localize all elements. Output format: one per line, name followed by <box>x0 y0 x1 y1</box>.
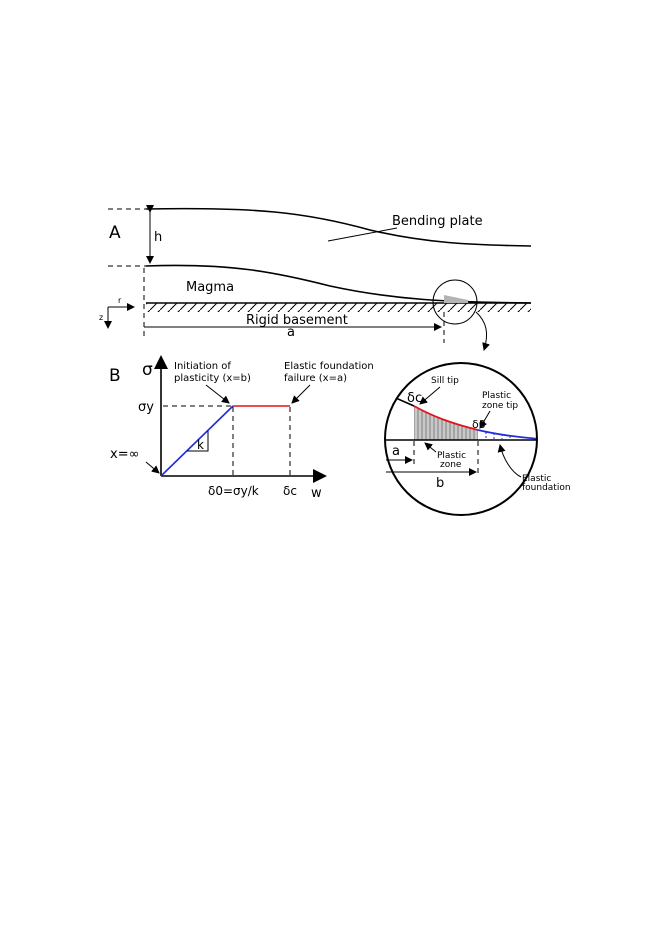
plastic-zone-line1: Plastic <box>437 451 466 461</box>
sigma-y-label: σy <box>138 400 154 415</box>
plate-label: Bending plate <box>392 214 483 229</box>
basement-label: Rigid basement <box>246 313 348 328</box>
plasticity-note-line2: plasticity (x=b) <box>174 373 251 384</box>
panel-a-label: A <box>109 223 121 243</box>
zoom-circle <box>384 362 538 516</box>
plastic-tip-line2: zone tip <box>482 401 518 411</box>
zoom-elastic-curve <box>477 429 537 440</box>
zoom-delta0-label: δ0 <box>472 418 486 431</box>
panel-a: A h Bending plate Magma Rigid basement a… <box>99 205 532 351</box>
zoom-b-label: b <box>436 476 444 491</box>
x-infinity-label: x=∞ <box>110 447 139 462</box>
zoom-a-label: a <box>392 444 400 459</box>
plastic-tip-arrow <box>479 410 491 429</box>
magnifier-circle <box>432 279 478 325</box>
deltac-tick-label: δc <box>283 484 297 498</box>
zoom-inset: δc Sill tip Plastic zone tip δ0 a b Plas… <box>384 362 571 516</box>
plate-leader <box>327 227 398 242</box>
tip-shading <box>444 295 468 303</box>
panel-b-label: B <box>109 366 121 386</box>
slope-triangle <box>187 431 209 452</box>
basement-hatch <box>146 303 531 312</box>
plastic-zone-arrow <box>424 442 437 453</box>
z-axis-label: z <box>99 313 103 322</box>
magma-label: Magma <box>186 280 234 295</box>
failure-note-line2: failure (x=a) <box>284 373 347 384</box>
elastic-foundation-line2: foundation <box>522 483 571 493</box>
plastic-zone-line2: zone <box>440 460 462 470</box>
sill-tip-label: Sill tip <box>431 376 459 386</box>
elastic-branch <box>160 405 234 477</box>
sill-tip-arrow <box>419 386 441 405</box>
sigma-axis-label: σ <box>142 360 153 380</box>
x-infinity-arrow <box>145 461 160 474</box>
plastic-tip-line1: Plastic <box>482 391 511 401</box>
delta0-tick-label: δ0=σy/k <box>208 484 259 498</box>
elastic-springs <box>485 432 511 440</box>
magnifier-arrow <box>475 311 490 351</box>
failure-note-arrow <box>291 384 311 404</box>
failure-note-line1: Elastic foundation <box>284 361 374 372</box>
plate-top-surface <box>145 207 532 247</box>
plasticity-note-arrow <box>205 384 230 404</box>
radius-label: a <box>287 325 295 340</box>
plasticity-note-line1: Initiation of <box>174 361 231 372</box>
elastic-foundation-line1: Elastic <box>522 474 551 484</box>
zoom-plastic-curve <box>413 405 479 431</box>
zoom-deltac-label: δc <box>407 391 422 406</box>
slope-label: k <box>197 438 204 452</box>
thickness-label: h <box>154 230 162 245</box>
deflection-axis-label: w <box>311 486 322 501</box>
elastic-foundation-arrow <box>497 444 522 478</box>
r-axis-label: r <box>118 296 122 305</box>
panel-b: B σ w σy k δ0=σy/k δc x=∞ Initiation of … <box>109 355 374 501</box>
